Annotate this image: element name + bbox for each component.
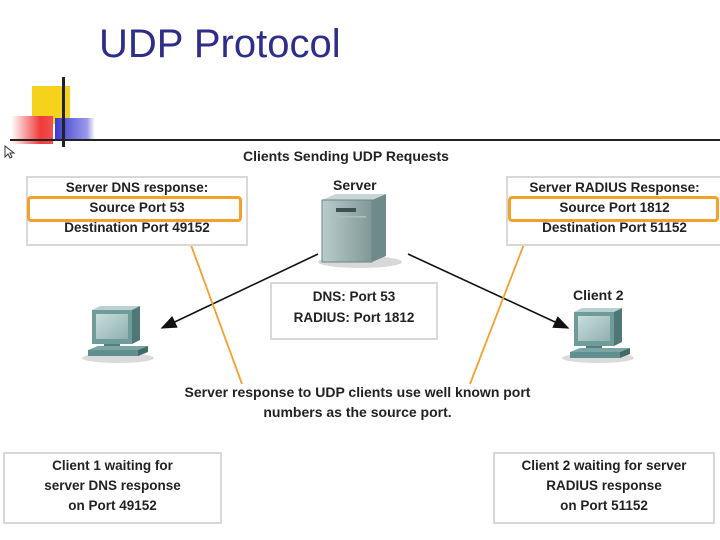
slide-title: UDP Protocol — [99, 22, 341, 66]
server-label: Server — [333, 177, 377, 193]
client1-computer-icon — [82, 306, 154, 363]
client2-label: Client 2 — [573, 287, 624, 303]
caption-line-1: Server response to UDP clients use well … — [184, 384, 531, 400]
client1-line-3: on Port 49152 — [68, 498, 157, 513]
dns-port-text: DNS: Port 53 — [312, 289, 396, 304]
caption-to-radius-arrow — [469, 224, 532, 385]
server-tower-icon — [318, 194, 402, 268]
logo-vertical-line — [62, 77, 65, 147]
radius-source-port-highlight — [508, 196, 719, 222]
client1-line-1: Client 1 waiting for — [52, 458, 173, 473]
client2-line-2: RADIUS response — [546, 478, 662, 493]
server-to-client1-arrow — [160, 253, 319, 329]
dns-destination-port: Destination Port 49152 — [64, 220, 210, 235]
diagram-title: Clients Sending UDP Requests — [243, 148, 449, 164]
server-radius-response-box: Server RADIUS Response: Source Port 1812… — [506, 176, 720, 246]
diagram-caption: Server response to UDP clients use well … — [160, 382, 555, 422]
radius-port-text: RADIUS: Port 1812 — [293, 310, 415, 325]
mouse-pointer-icon — [4, 145, 16, 159]
logo-blue-bar — [55, 118, 95, 140]
client2-waiting-box: Client 2 waiting for server RADIUS respo… — [493, 452, 715, 524]
server-dns-response-box: Server DNS response: Source Port 53 Dest… — [26, 176, 248, 246]
dns-source-port-highlight — [27, 196, 242, 222]
client2-line-3: on Port 51152 — [560, 498, 648, 513]
client2-line-1: Client 2 waiting for server — [521, 458, 687, 473]
server-ports-box: DNS: Port 53 RADIUS: Port 1812 — [270, 282, 438, 340]
client1-waiting-box: Client 1 waiting for server DNS response… — [3, 452, 222, 524]
caption-line-2: numbers as the source port. — [263, 404, 452, 420]
dns-source-port: Source Port 53 — [89, 200, 185, 215]
title-divider-line — [10, 139, 720, 141]
dns-box-heading: Server DNS response: — [65, 180, 209, 195]
client1-line-2: server DNS response — [44, 478, 181, 493]
radius-box-heading: Server RADIUS Response: — [529, 180, 700, 195]
radius-destination-port: Destination Port 51152 — [542, 220, 687, 235]
radius-source-port: Source Port 1812 — [559, 200, 670, 215]
caption-to-dns-arrow — [182, 224, 243, 385]
server-to-client2-arrow — [407, 253, 570, 329]
client2-computer-icon — [562, 308, 634, 363]
